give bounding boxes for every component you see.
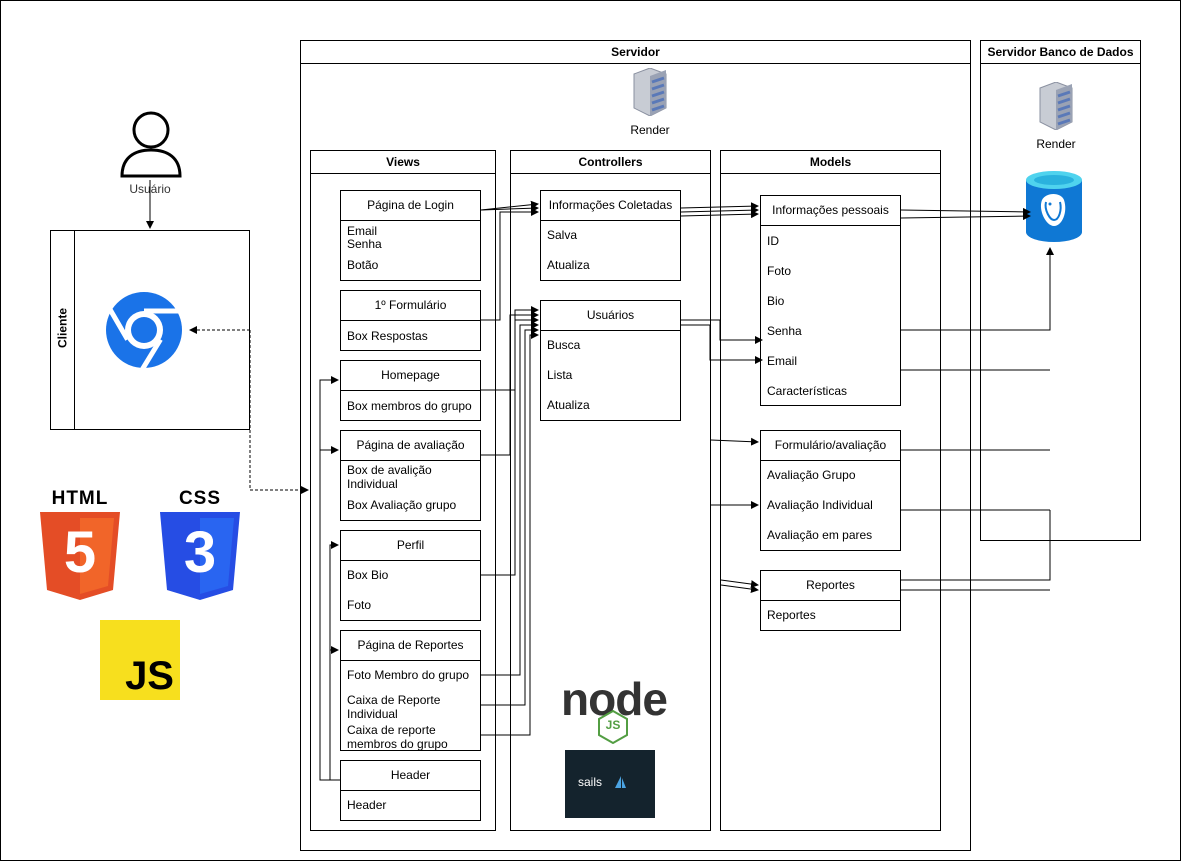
view-card-header: Header Header [340,760,481,821]
model-card-row: Avaliação em pares [767,528,873,542]
html5-text: HTML [51,488,109,509]
css3-text: CSS [178,488,222,509]
view-card-title: Homepage [341,361,480,391]
model-card-row: Características [767,384,848,398]
controllers-lane-title: Controllers [511,151,710,174]
model-card-row: Foto [767,264,792,278]
view-card-row: Box Respostas [347,329,428,343]
view-card-row: Botão [347,258,379,272]
model-card-title: Reportes [761,571,900,601]
server-host-label: Render [630,123,670,137]
model-card-row: ID [767,234,779,248]
view-card-row: Caixa de reporte membros do grupo [347,723,448,751]
chrome-icon [106,292,182,370]
model-card-row: Avaliação Individual [767,498,873,512]
view-card-row: Foto Membro do grupo [347,668,470,682]
controller-card-row: Lista [547,368,573,382]
javascript-logo: JS [100,620,180,700]
controller-card-title: Usuários [541,301,680,331]
view-card-row: Foto [347,598,372,612]
model-card-title: Informações pessoais [761,196,900,226]
view-card-title: Perfil [341,531,480,561]
sailsjs-text: sails [578,775,603,789]
user-icon [120,111,182,178]
server-icon [633,68,667,116]
db-server-icon [1039,82,1073,130]
nodejs-logo: node JS [552,673,676,746]
model-card-row: Email [767,354,798,368]
html5-digit: 5 [63,520,97,585]
views-lane-title: Views [311,151,495,174]
controller-card-row: Atualiza [547,258,590,272]
view-card-login: Página de Login Email Senha Botão [340,190,481,281]
html5-logo: HTML 5 [40,488,120,600]
model-card-row: Bio [767,294,785,308]
view-card-title: 1º Formulário [341,291,480,321]
controller-card-collected-info: Informações Coletadas Salva Atualiza [540,190,681,281]
models-lane-title: Models [721,151,940,174]
controller-card-row: Atualiza [547,398,590,412]
server-title: Servidor [301,41,970,64]
controller-card-row: Busca [547,338,581,352]
model-card-title: Formulário/avaliação [761,431,900,461]
view-card-profile: Perfil Box Bio Foto [340,530,481,621]
user-label: Usuário [129,182,171,196]
view-card-title: Página de avaliação [341,431,480,461]
model-card-row: Reportes [767,608,816,622]
view-card-row: Box membros do grupo [347,399,472,413]
controller-card-row: Salva [547,228,578,242]
client-label: Cliente [55,308,70,349]
model-card-row: Senha [767,324,802,338]
view-card-first-form: 1º Formulário Box Respostas [340,290,481,351]
nodejs-badge-text: JS [605,718,621,732]
css3-logo: CSS 3 [160,488,240,600]
controller-card-title: Informações Coletadas [541,191,680,221]
db-server-host-label: Render [1036,137,1076,151]
model-card-evaluation-form: Formulário/avaliação Avaliação Grupo Ava… [760,430,901,551]
view-card-row: Email [347,224,378,238]
postgresql-database-icon [1026,171,1082,242]
view-card-row: Caixa de Reporte Individual [347,693,441,721]
view-card-title: Header [341,761,480,791]
db-server-title: Servidor Banco de Dados [981,41,1140,64]
model-card-row: Avaliação Grupo [767,468,856,482]
css3-digit: 3 [183,520,217,585]
view-card-row: Box Bio [347,568,389,582]
model-card-personal-info: Informações pessoais ID Foto Bio Senha E… [760,195,901,406]
model-card-reports: Reportes Reportes [760,570,901,631]
view-card-reports: Página de Reportes Foto Membro do grupo … [340,630,481,751]
view-card-title: Página de Reportes [341,631,480,661]
controller-card-users: Usuários Busca Lista Atualiza [540,300,681,421]
sailsjs-logo: sails [565,750,655,818]
view-card-row: Box Avaliação grupo [347,498,457,512]
view-card-title: Página de Login [341,191,480,221]
client-header-strip: Cliente [51,231,75,429]
view-card-row: Header [347,798,387,812]
view-card-homepage: Homepage Box membros do grupo [340,360,481,421]
view-card-evaluation: Página de avaliação Box de avalição Indi… [340,430,481,521]
view-card-row: Senha [347,237,382,251]
nodejs-text: node [561,673,668,725]
javascript-text: JS [125,654,174,698]
view-card-row: Box de avalição Individual [347,463,432,491]
